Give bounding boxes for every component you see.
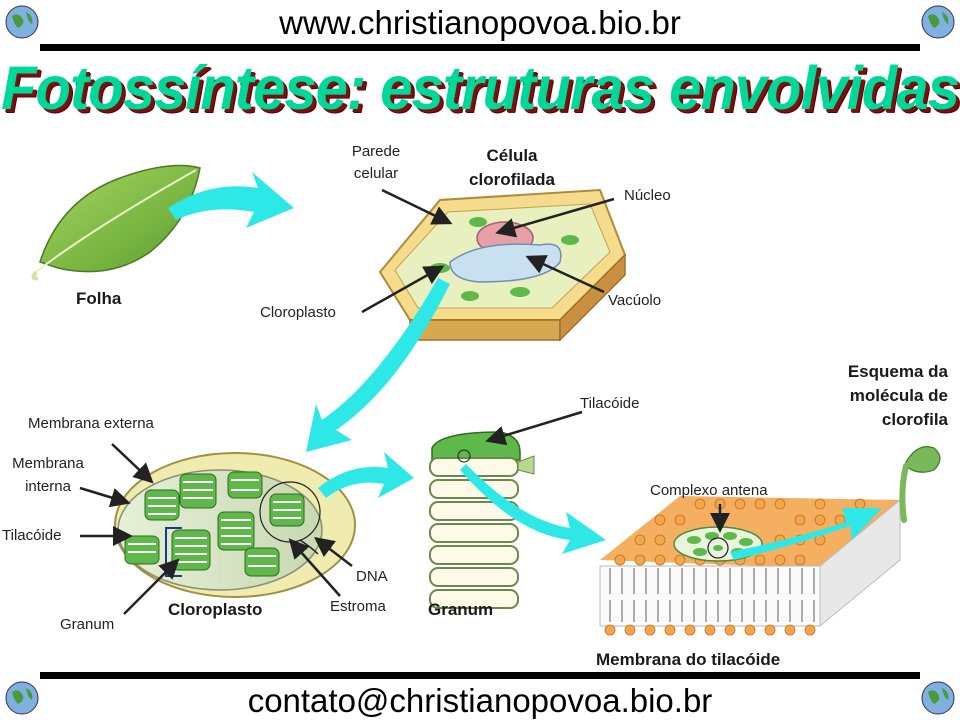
label-estroma: Estroma xyxy=(330,598,386,615)
label-complexo-antena: Complexo antena xyxy=(650,482,768,499)
label-celula-l2: clorofilada xyxy=(469,170,555,189)
label-membrana-interna-l1: Membrana xyxy=(12,455,84,472)
arrow-chloroplast-to-granum xyxy=(318,452,414,498)
label-tilacoide-top: Tilacóide xyxy=(580,395,640,412)
label-vacuolo: Vacúolo xyxy=(608,292,662,309)
chloroplast-illustration xyxy=(114,452,356,598)
label-esquema-l2: molécula de xyxy=(849,386,948,405)
label-granum-bold: Granum xyxy=(428,600,494,619)
label-esquema-l1: Esquema da xyxy=(847,362,948,381)
leaf-illustration xyxy=(31,164,201,281)
arrow-cell-to-chloroplast xyxy=(306,278,450,452)
label-nucleo: Núcleo xyxy=(624,187,671,204)
label-folha: Folha xyxy=(76,289,122,308)
globe-icon xyxy=(5,681,39,715)
footer-email: contato@christianopovoa.bio.br xyxy=(247,682,713,719)
chlorophyll-molecule-illustration xyxy=(899,446,941,523)
page-title: Fotossíntese: estruturas envolvidas xyxy=(1,54,960,123)
globe-icon xyxy=(921,5,955,39)
arrow-leaf-to-cell xyxy=(168,172,294,228)
label-granum-left: Granum xyxy=(60,616,115,633)
label-cloroplasto-cell: Cloroplasto xyxy=(260,304,336,321)
label-celula-l1: Célula xyxy=(486,146,538,165)
label-membrana-externa: Membrana externa xyxy=(28,415,154,432)
header-url: www.christianopovoa.bio.br xyxy=(279,4,681,41)
label-tilacoide-left: Tilacóide xyxy=(2,527,62,544)
arrow-granum-to-membrane xyxy=(460,464,606,554)
globe-icon xyxy=(921,681,955,715)
label-membrana-tilacoide: Membrana do tilacóide xyxy=(596,650,781,669)
label-parede-l1: Parede xyxy=(351,143,401,160)
arrow-membrane-to-chlorophyll xyxy=(730,508,882,560)
globe-icon xyxy=(5,5,39,39)
label-cloroplasto-bold: Cloroplasto xyxy=(168,600,263,619)
label-membrana-interna-l2: interna xyxy=(25,478,71,495)
header-rule xyxy=(40,44,920,51)
footer-rule xyxy=(40,672,920,679)
label-parede-l2: celular xyxy=(353,165,399,182)
label-esquema-l3: clorofila xyxy=(881,410,948,429)
label-dna: DNA xyxy=(356,568,388,585)
